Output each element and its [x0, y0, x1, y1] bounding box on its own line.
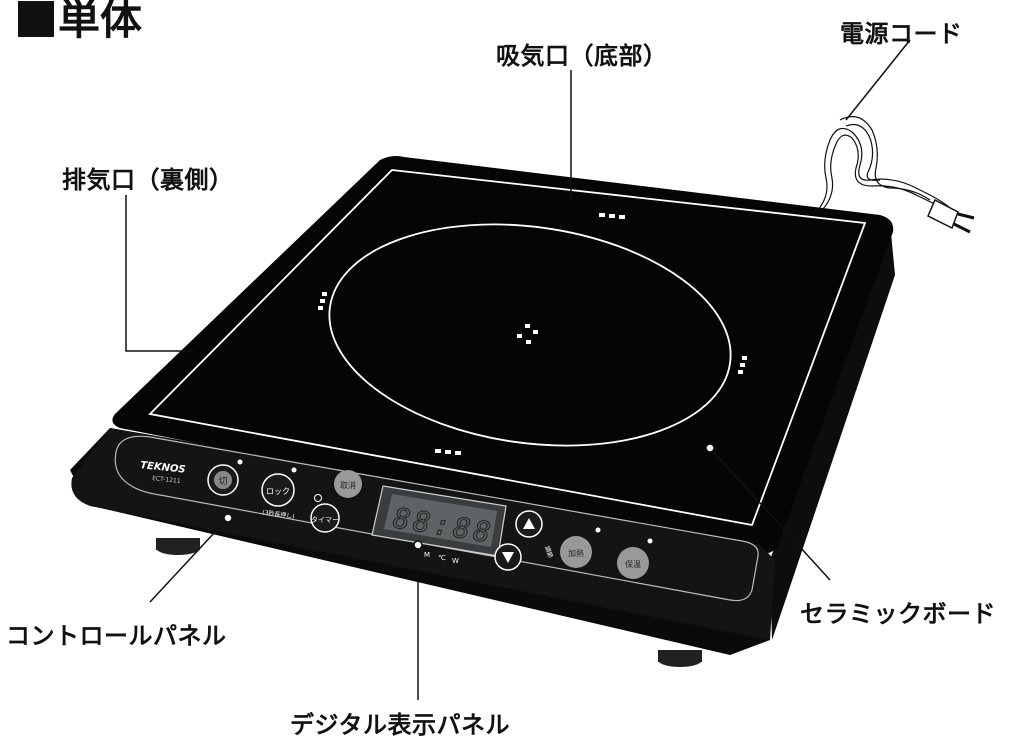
- leader-dot-control-panel: [223, 513, 233, 523]
- indicator-label-m: M: [424, 551, 430, 559]
- leader-control-panel: [149, 517, 229, 603]
- label-power-cord: 電源コード: [840, 20, 963, 48]
- indicator-label-w: W: [452, 557, 459, 565]
- label-control-panel: コントロールパネル: [6, 622, 227, 650]
- control-panel-outline: [114, 435, 759, 602]
- lock-button-label: ロック: [266, 487, 290, 496]
- plug-prong-bottom: [953, 222, 971, 234]
- zone-mark-top: [599, 213, 625, 219]
- down-arrow-icon: [502, 552, 514, 563]
- timer-icon: [314, 494, 322, 502]
- zone-mark-left: [318, 292, 327, 310]
- leader-ceramic-board: [709, 447, 831, 581]
- leader-exhaust: [125, 195, 194, 352]
- keep-warm-button[interactable]: [617, 547, 649, 579]
- power-cord: [817, 116, 953, 215]
- section-title-text: 単体: [58, 0, 143, 44]
- brand-logo: TEKNOS: [140, 460, 186, 476]
- digital-display-screen: [384, 494, 497, 547]
- cooking-zone-ring: [328, 223, 732, 447]
- label-exhaust: 排気口（裏側）: [62, 166, 234, 194]
- indicator-light-lock: [291, 467, 297, 473]
- leader-dot-ceramic-board: [705, 443, 715, 453]
- foot-front-left-body: [156, 538, 200, 550]
- ceramic-board-outline: [148, 169, 867, 527]
- zone-mark-center: [517, 324, 538, 344]
- label-digital-panel: デジタル表示パネル: [290, 711, 511, 739]
- indicator-light-heat: [595, 527, 601, 533]
- cooktop-body-right-side: [770, 222, 895, 640]
- adjust-label: 調節: [543, 545, 555, 559]
- plug-prong-top: [957, 212, 975, 220]
- section-title: 単体: [18, 0, 142, 47]
- cancel-button-label: 取消: [340, 480, 356, 490]
- label-ceramic-board: セラミックボード: [800, 600, 996, 628]
- leader-power-cord: [845, 39, 911, 121]
- zone-mark-right: [738, 356, 747, 374]
- heat-button-label: 加熱: [568, 548, 584, 558]
- model-number: ECT-1211: [152, 475, 181, 485]
- zone-mark-bottom: [435, 449, 461, 455]
- title-square-icon: [18, 1, 54, 37]
- leader-dot-digital-panel: [413, 540, 423, 550]
- leader-lines: [125, 39, 911, 700]
- keep-warm-button-label: 保温: [625, 559, 641, 569]
- cancel-button[interactable]: [334, 470, 362, 498]
- power-button-face[interactable]: [214, 471, 232, 489]
- timer-button[interactable]: [310, 503, 340, 533]
- lock-button[interactable]: [261, 473, 295, 507]
- up-arrow-icon: [523, 518, 535, 529]
- label-intake: 吸気口（底部）: [496, 42, 668, 70]
- indicator-light-power: [237, 459, 243, 465]
- indicator-light-keep-warm: [647, 538, 653, 544]
- indicator-label-celsius: ℃: [438, 554, 446, 562]
- timer-button-label: タイマー: [311, 515, 339, 524]
- foot-front-right-body: [658, 650, 702, 662]
- plug-icon: [927, 198, 959, 230]
- power-button-label: 切: [218, 476, 227, 487]
- heat-button[interactable]: [560, 536, 592, 568]
